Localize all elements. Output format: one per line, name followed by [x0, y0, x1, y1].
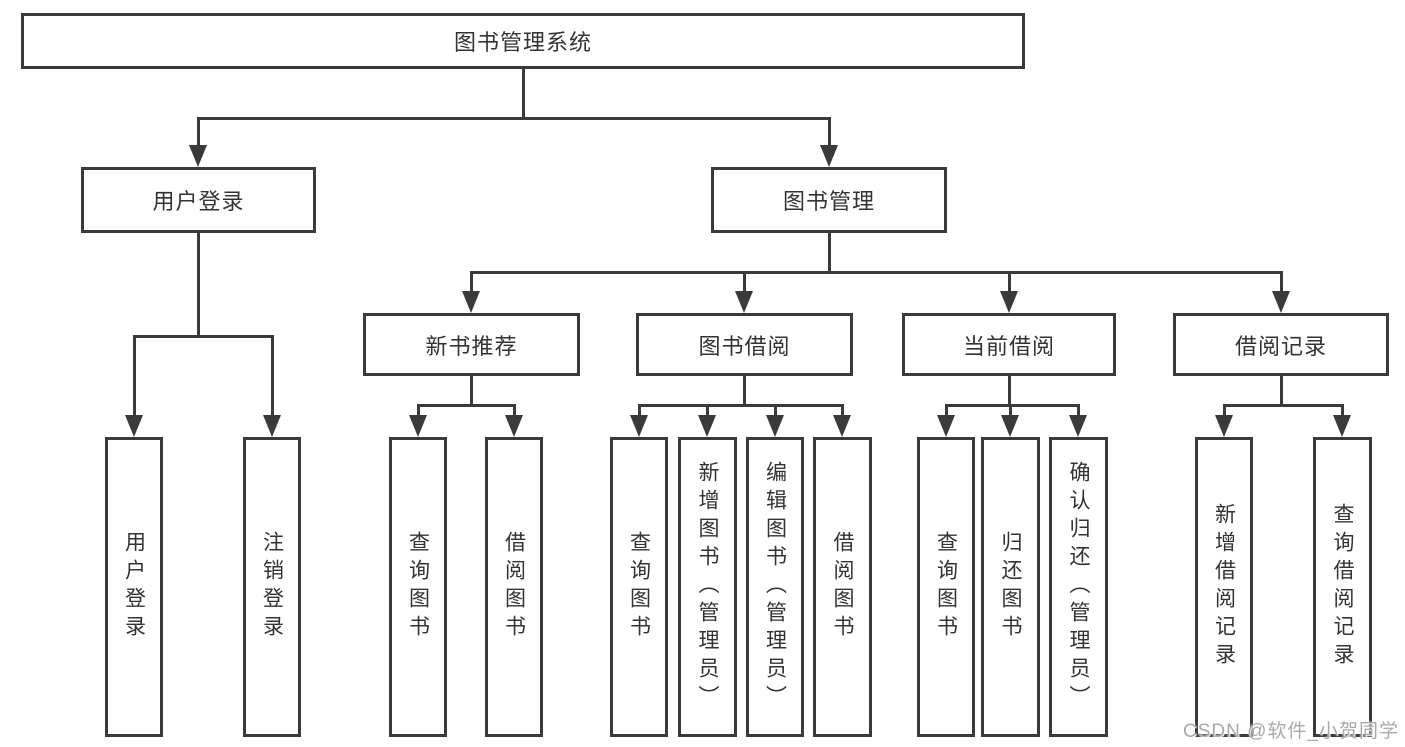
connector-vertical-line	[469, 376, 473, 405]
leaf-user-login: 用户登录	[105, 437, 163, 737]
connector-vertical-line	[827, 233, 831, 272]
node-user-login: 用户登录	[81, 167, 316, 233]
arrow-down-icon	[1000, 291, 1018, 313]
leaf-query-borrow-record: 查询借阅记录	[1313, 437, 1372, 737]
connector-vertical-line	[742, 272, 746, 298]
connector-vertical-line	[773, 405, 777, 422]
arrow-down-icon	[1001, 415, 1019, 437]
connector-vertical-line	[637, 405, 641, 422]
connector-vertical-line	[416, 405, 420, 422]
arrow-down-icon	[698, 415, 716, 437]
connector-vertical-line	[742, 376, 746, 405]
connector-vertical-line	[1076, 405, 1080, 422]
arrow-down-icon	[1069, 415, 1087, 437]
leaf-add-book-admin: 新增图书（管理员）	[678, 437, 737, 737]
leaf-edit-book-admin: 编辑图书（管理员）	[746, 437, 804, 737]
leaf-return-books: 归还图书	[981, 437, 1040, 737]
csdn-watermark: CSDN @软件_小贺同学	[1183, 721, 1399, 742]
connector-vertical-line	[705, 405, 709, 422]
arrow-down-icon	[820, 145, 838, 167]
connector-vertical-line	[512, 405, 516, 422]
connector-vertical-line	[196, 118, 200, 152]
arrow-down-icon	[1215, 415, 1233, 437]
connector-horizontal-line	[417, 403, 516, 407]
leaf-borrow-books-2: 借阅图书	[813, 437, 872, 737]
arrow-down-icon	[189, 145, 207, 167]
arrow-down-icon	[766, 415, 784, 437]
connector-horizontal-line	[470, 270, 1283, 274]
node-borrowing-records: 借阅记录	[1173, 313, 1389, 376]
leaf-borrow-books-1: 借阅图书	[485, 437, 543, 737]
node-new-book-recommendation: 新书推荐	[363, 313, 580, 376]
connector-vertical-line	[1340, 405, 1344, 422]
connector-vertical-line	[1279, 376, 1283, 405]
connector-vertical-line	[1222, 405, 1226, 422]
arrow-down-icon	[630, 415, 648, 437]
arrow-down-icon	[937, 415, 955, 437]
arrow-down-icon	[263, 415, 281, 437]
connector-vertical-line	[1008, 405, 1012, 422]
connector-vertical-line	[521, 69, 525, 118]
arrow-down-icon	[735, 291, 753, 313]
leaf-add-borrow-record: 新增借阅记录	[1195, 437, 1253, 737]
leaf-logout: 注销登录	[243, 437, 301, 737]
connector-horizontal-line	[945, 403, 1080, 407]
connector-vertical-line	[132, 336, 136, 422]
node-book-management: 图书管理	[711, 167, 947, 233]
connector-horizontal-line	[638, 403, 844, 407]
leaf-query-books-3: 查询图书	[917, 437, 975, 737]
arrow-down-icon	[1272, 291, 1290, 313]
leaf-query-books-2: 查询图书	[610, 437, 668, 737]
connector-vertical-line	[1007, 272, 1011, 298]
node-current-borrowing: 当前借阅	[902, 313, 1116, 376]
connector-vertical-line	[827, 118, 831, 152]
arrow-down-icon	[833, 415, 851, 437]
connector-horizontal-line	[1223, 403, 1344, 407]
arrow-down-icon	[409, 415, 427, 437]
connector-vertical-line	[469, 272, 473, 298]
connector-horizontal-line	[133, 334, 274, 338]
connector-vertical-line	[944, 405, 948, 422]
arrow-down-icon	[125, 415, 143, 437]
leaf-query-books-1: 查询图书	[389, 437, 447, 737]
connector-vertical-line	[1279, 272, 1283, 298]
connector-vertical-line	[1007, 376, 1011, 405]
arrow-down-icon	[462, 291, 480, 313]
connector-vertical-line	[840, 405, 844, 422]
arrow-down-icon	[1333, 415, 1351, 437]
leaf-confirm-return-admin: 确认归还（管理员）	[1049, 437, 1108, 737]
connector-vertical-line	[270, 336, 274, 422]
connector-vertical-line	[196, 232, 200, 336]
arrow-down-icon	[505, 415, 523, 437]
node-library-management-system: 图书管理系统	[21, 13, 1025, 69]
node-book-borrowing: 图书借阅	[636, 313, 853, 376]
connector-horizontal-line	[197, 116, 831, 120]
